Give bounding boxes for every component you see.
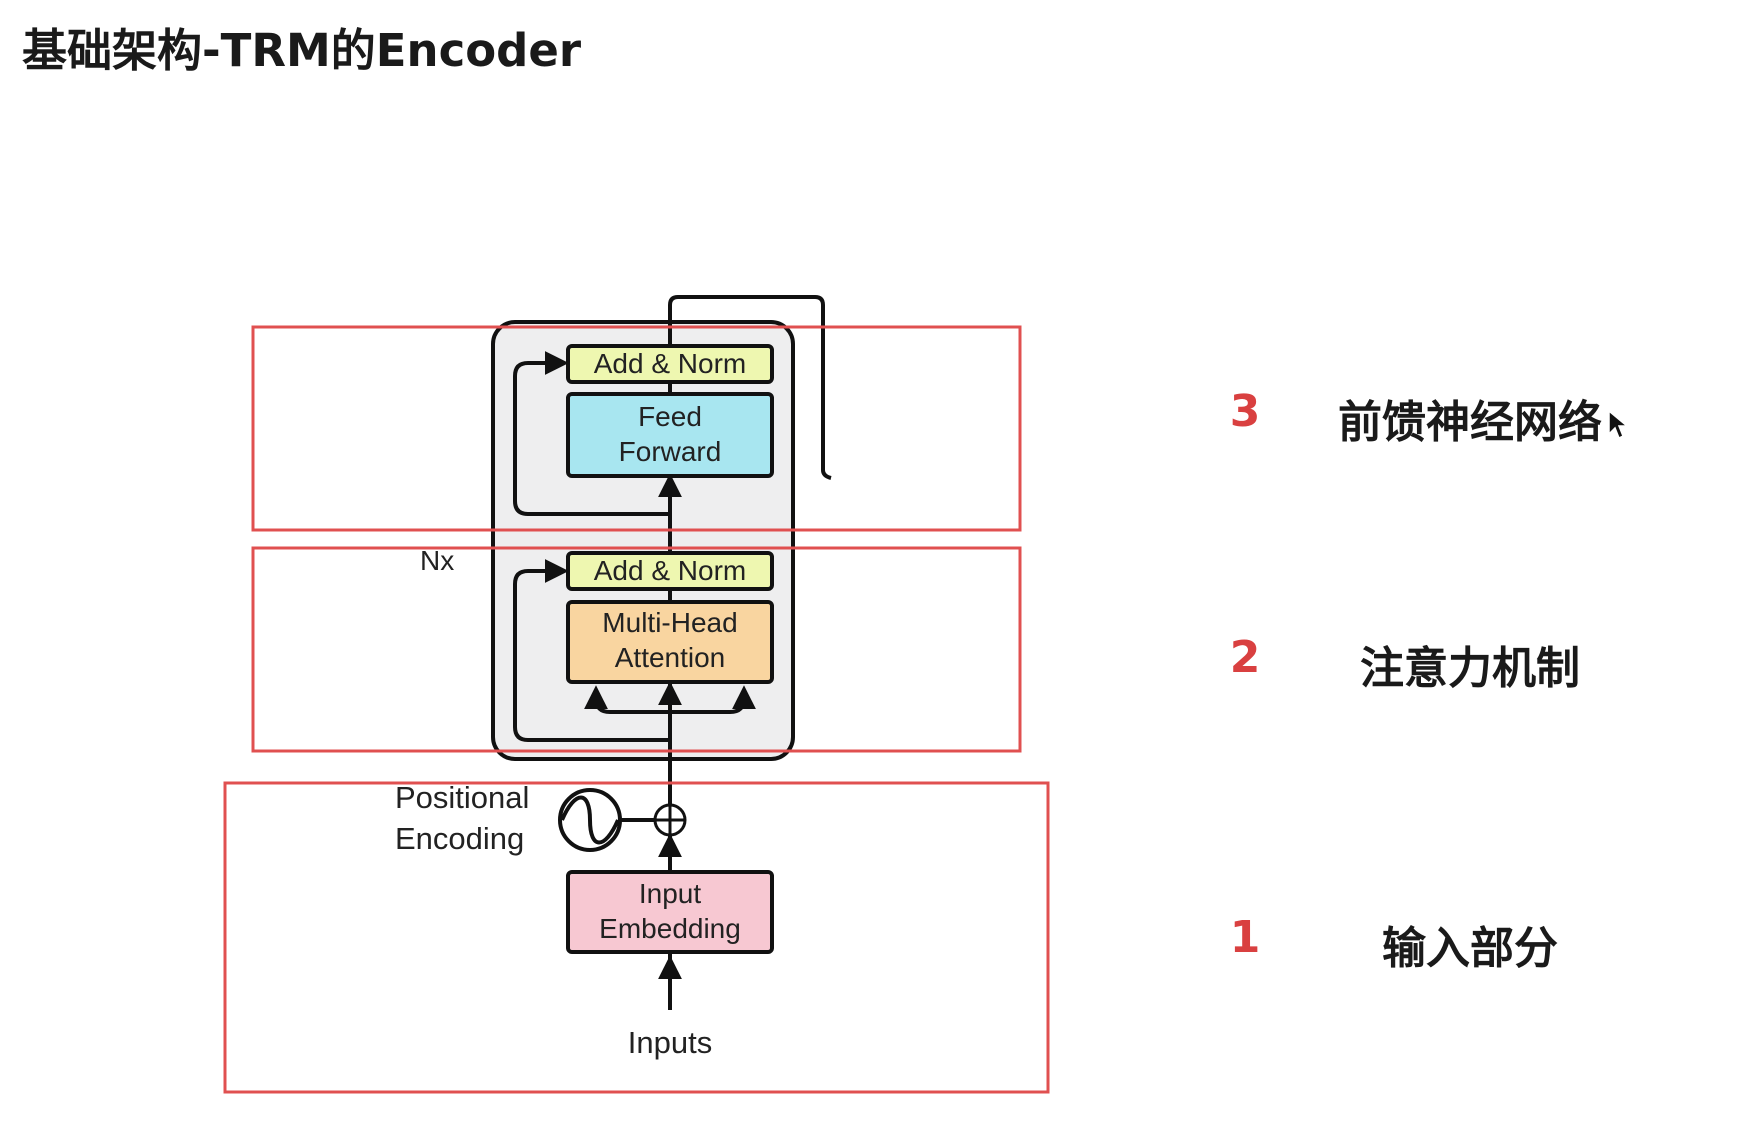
- section-label: 输入部分: [1382, 923, 1558, 974]
- input-embedding-label-2: Embedding: [599, 913, 741, 944]
- section-label: 前馈神经网络: [1338, 397, 1602, 448]
- positional-label-1: Positional: [395, 780, 529, 815]
- section-number: 3: [1229, 386, 1261, 437]
- output-connector: [668, 295, 832, 480]
- highlight-attention: [251, 546, 1022, 753]
- mouse-cursor-icon: [1608, 410, 1628, 440]
- feed-forward-label-1: Feed: [638, 401, 702, 432]
- positional-label-2: Encoding: [395, 821, 524, 856]
- section-attention: 2 注意力机制: [0, 632, 1755, 694]
- add-norm-top-box: [566, 344, 774, 384]
- multi-head-attention-box: [566, 600, 774, 684]
- attn-right-arrow: [670, 685, 756, 714]
- section-label: 注意力机制: [1360, 643, 1580, 694]
- mha-label-2: Attention: [615, 642, 726, 673]
- feed-forward-box: [566, 392, 774, 478]
- section-feed-forward: 3 前馈神经网络: [0, 386, 1755, 448]
- residual-bottom: [513, 559, 670, 742]
- feed-forward-label-2: Forward: [619, 436, 722, 467]
- inputs-label: Inputs: [628, 1025, 712, 1060]
- input-embedding-box: [566, 870, 774, 954]
- page-title: 基础架构-TRM的Encoder: [22, 24, 582, 77]
- add-norm-top-label: Add & Norm: [594, 348, 747, 379]
- section-number: 1: [1229, 912, 1261, 963]
- add-norm-bottom-label: Add & Norm: [594, 555, 747, 586]
- section-input: 1 输入部分: [0, 912, 1755, 974]
- highlight-input: [223, 781, 1050, 1094]
- mha-label-1: Multi-Head: [602, 607, 737, 638]
- attn-left-arrow: [584, 685, 670, 714]
- highlight-feed-forward: [251, 325, 1022, 532]
- nx-label: Nx: [420, 545, 454, 576]
- section-number: 2: [1229, 632, 1261, 683]
- add-norm-bottom-box: [566, 551, 774, 591]
- input-embedding-label-1: Input: [639, 878, 701, 909]
- residual-top: [513, 351, 670, 516]
- sine-wave-icon: [560, 795, 620, 845]
